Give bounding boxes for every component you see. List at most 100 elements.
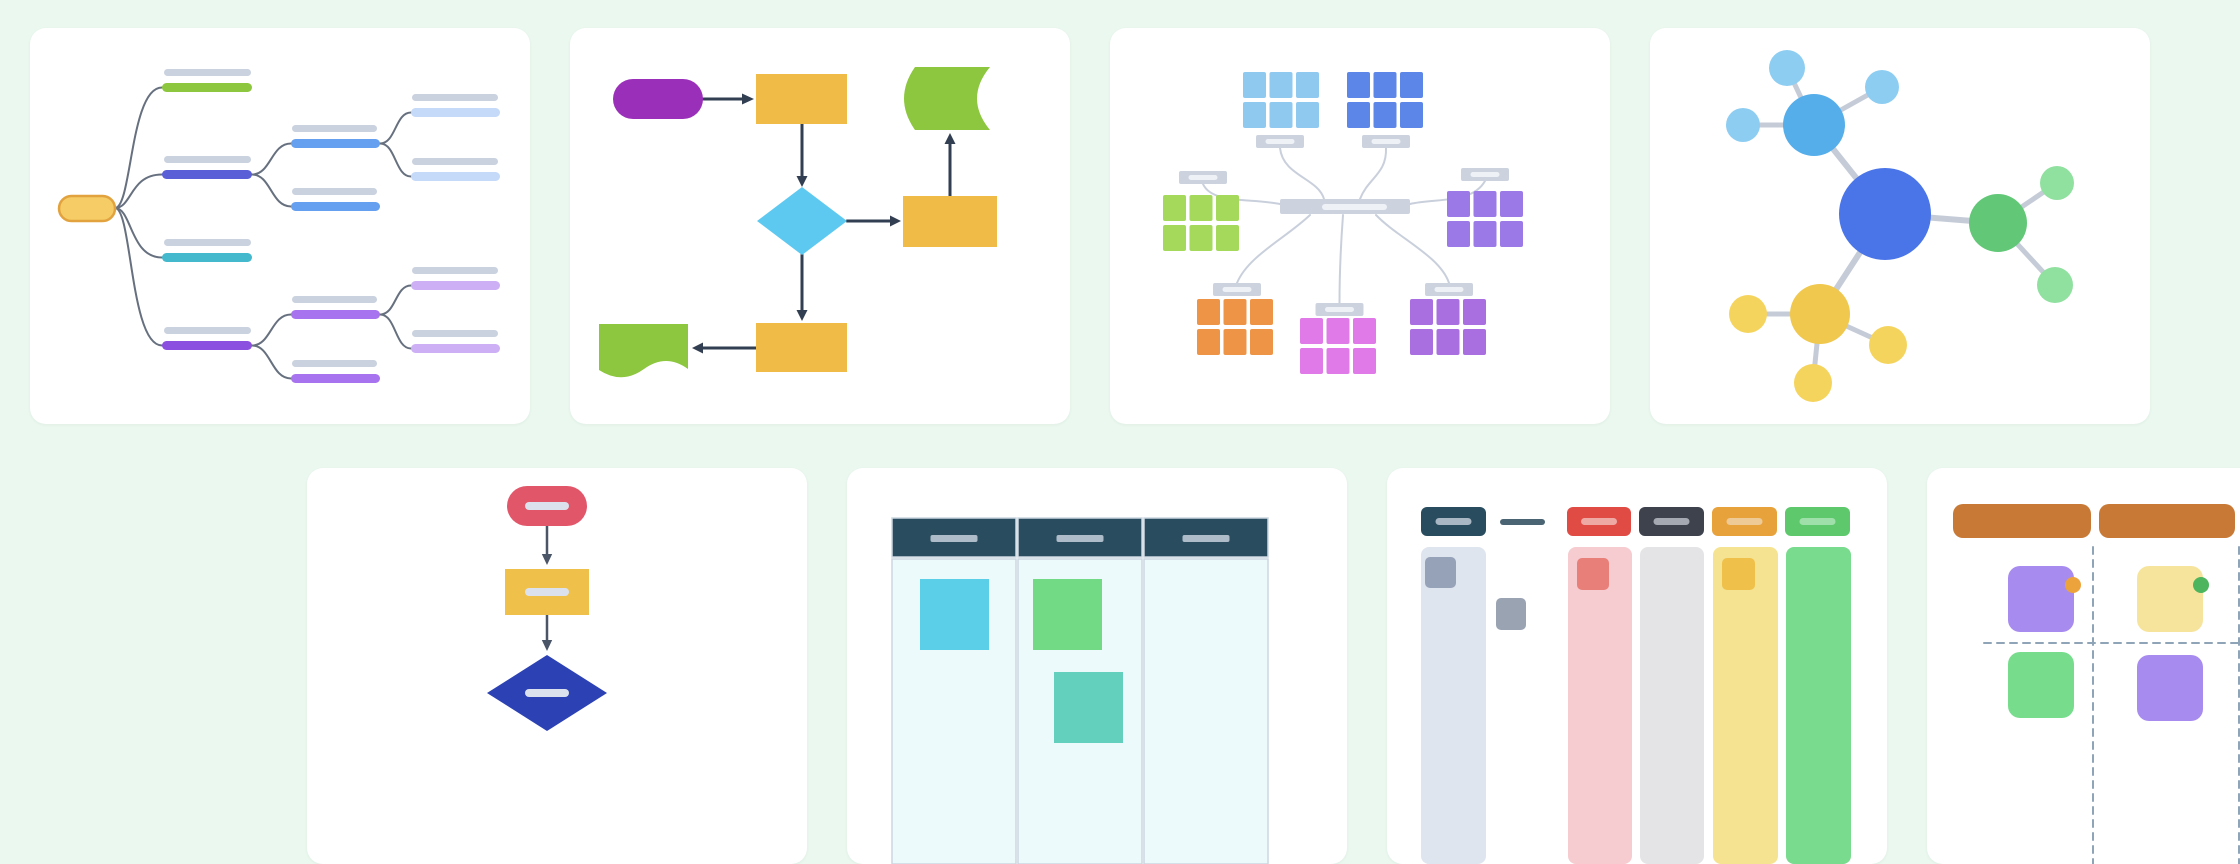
branch-bar-indigo [162, 170, 252, 179]
kanban-card-cyan [920, 579, 989, 650]
template-card-process-flow[interactable] [307, 468, 807, 864]
group-tag-pill [1371, 139, 1401, 144]
hub-bubble [1839, 168, 1931, 260]
status-column-body [1568, 547, 1632, 864]
sticky-grid-purple [1447, 191, 1470, 217]
template-card-bubble-map[interactable] [1650, 28, 2150, 424]
sticky-grid-blue [1400, 72, 1423, 98]
mindmap-connector [379, 284, 412, 316]
sticky-grid-orange [1223, 299, 1247, 325]
kanban-board-preview [891, 517, 1269, 864]
label-line [164, 239, 251, 246]
flow-arrow-head [890, 215, 901, 227]
collapsed-column-dash [1500, 519, 1545, 525]
sticky-grid-light-blue [1243, 102, 1266, 128]
flow-arrow-head [742, 93, 754, 105]
mindmap-connector [114, 173, 163, 209]
branch-bar-medium-purple [291, 374, 380, 383]
sticky-grid-violet [1436, 299, 1460, 325]
sticky-grid-green [1189, 225, 1213, 251]
process-box [756, 74, 847, 124]
branch-bar-medium-purple [291, 310, 380, 319]
sticky-grid-orange [1250, 329, 1273, 355]
cluster-map-preview [1163, 72, 1523, 374]
branch-bubble-green [1969, 194, 2027, 252]
start-terminator [613, 79, 703, 119]
label-line [412, 158, 498, 165]
sticky-grid-light-blue [1269, 72, 1293, 98]
sticky-grid-blue [1400, 102, 1423, 128]
status-dot-orange [2065, 577, 2081, 593]
mindmap-connector [251, 173, 292, 208]
sticky-grid-magenta [1300, 348, 1323, 374]
sticky-note-green [2008, 652, 2074, 718]
sticky-grid-blue [1347, 72, 1370, 98]
group-tag-pill [1470, 172, 1500, 177]
sticky-grid-magenta [1300, 318, 1323, 344]
template-card-cluster-map[interactable] [1110, 28, 1610, 424]
sticky-grid-orange [1197, 329, 1220, 355]
leaf-bubble-yellow [1869, 326, 1907, 364]
cluster-connector [1338, 214, 1344, 304]
sticky-grid-magenta [1353, 348, 1376, 374]
label-line [525, 502, 569, 510]
group-tag-pill [1188, 175, 1218, 180]
sticky-grid-magenta [1353, 318, 1376, 344]
header-label-pill [930, 535, 978, 542]
cluster-connector [1375, 214, 1450, 284]
leaf-bubble-yellow [1729, 295, 1767, 333]
flow-arrow-head [541, 640, 553, 651]
status-column-body [1713, 547, 1778, 864]
mindmap-connector [114, 86, 163, 209]
sticky-grid-light-blue [1269, 102, 1293, 128]
template-card-mind-map[interactable] [30, 28, 530, 424]
header-label-pill [1435, 518, 1472, 525]
kanban-column-body [1143, 558, 1269, 864]
flow-arrow-head [944, 133, 956, 144]
sticky-grid-violet [1436, 329, 1460, 355]
sticky-grid-green [1163, 195, 1186, 221]
sticky-grid-green [1163, 225, 1186, 251]
column-header-bar [2099, 504, 2235, 538]
leaf-bubble-light-blue [1726, 108, 1760, 142]
sticky-grid-orange [1197, 299, 1220, 325]
sticky-grid-purple [1473, 191, 1497, 217]
status-card [1577, 558, 1609, 590]
sticky-grid-green [1216, 225, 1239, 251]
sticky-grid-magenta [1326, 318, 1350, 344]
mindmap-connector [114, 207, 163, 347]
label-line [412, 267, 498, 274]
template-gallery [30, 28, 2240, 864]
header-label-pill [1653, 518, 1690, 525]
branch-bar-light-blue [411, 172, 500, 181]
label-line [292, 125, 377, 132]
label-line [292, 360, 377, 367]
kanban-card-green [1033, 579, 1102, 650]
sticky-grid-violet [1410, 299, 1433, 325]
template-card-kanban-board[interactable] [847, 468, 1347, 864]
branch-bar-green [162, 83, 252, 92]
sticky-grid-purple [1500, 221, 1523, 247]
branch-bar-light-blue [411, 108, 500, 117]
sticky-grid-light-blue [1243, 72, 1266, 98]
quadrant-matrix-preview [1953, 504, 2240, 864]
process-flow-preview [487, 486, 607, 731]
mind-map-preview [57, 69, 500, 383]
sticky-grid-light-blue [1296, 102, 1319, 128]
group-tag-pill [1265, 139, 1295, 144]
branch-bar-purple [162, 341, 252, 350]
label-line [525, 689, 569, 697]
status-dot-green [2193, 577, 2209, 593]
template-card-status-columns[interactable] [1387, 468, 1887, 864]
template-card-quadrant-matrix[interactable] [1927, 468, 2240, 864]
branch-bubble-sky [1783, 94, 1845, 156]
leaf-bubble-light-green [2040, 166, 2074, 200]
sticky-grid-violet [1463, 299, 1486, 325]
status-column-body [1640, 547, 1704, 864]
sticky-note-yellow [2137, 566, 2203, 632]
branch-bar-blue [291, 139, 380, 148]
template-card-flowchart[interactable] [570, 28, 1070, 424]
sticky-grid-green [1216, 195, 1239, 221]
mindmap-connector [379, 142, 412, 178]
kanban-card-teal [1054, 672, 1123, 743]
